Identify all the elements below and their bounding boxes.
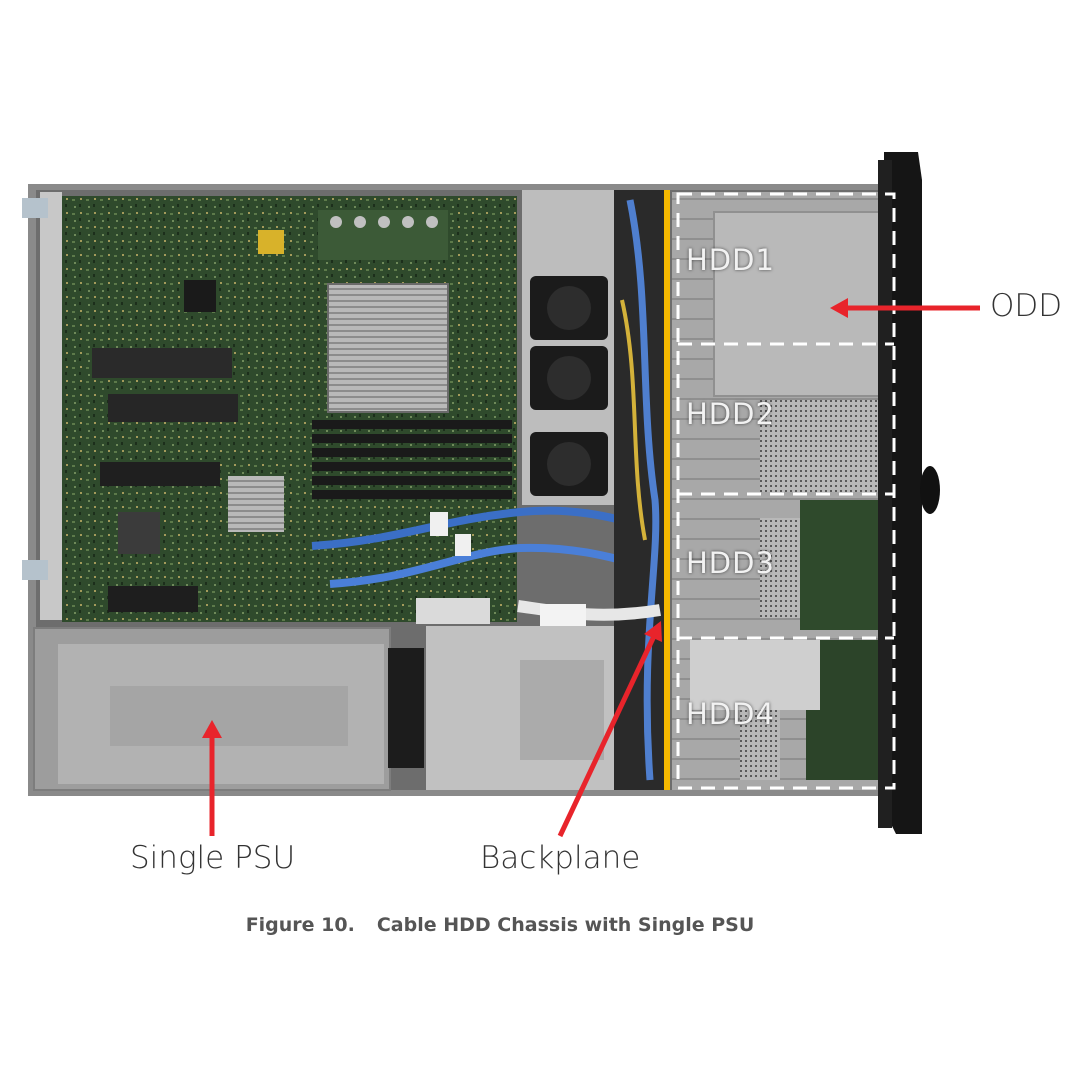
riser-card <box>92 348 232 378</box>
chipset-heatsink <box>228 476 284 532</box>
optical-drive <box>713 211 891 397</box>
caption-number: Figure 10. <box>245 914 355 936</box>
bay-label-hdd3: HDD3 <box>686 546 775 580</box>
bay-label-hdd2: HDD2 <box>686 397 775 431</box>
dimm-slots <box>312 420 512 499</box>
front-bezel <box>884 152 922 834</box>
callout-backplane: Backplane <box>480 840 641 876</box>
caption-text: Cable HDD Chassis with Single PSU <box>376 914 755 936</box>
callout-odd: ODD <box>990 288 1063 324</box>
cpu-heatsink <box>327 283 449 413</box>
callout-single-psu: Single PSU <box>130 840 296 876</box>
backplane-arrow <box>557 632 658 838</box>
bay-label-hdd4: HDD4 <box>686 697 775 731</box>
bay-outlines <box>676 192 896 790</box>
figure-caption: Figure 10. Cable HDD Chassis with Single … <box>0 914 1000 936</box>
bay-label-hdd1: HDD1 <box>686 243 775 277</box>
